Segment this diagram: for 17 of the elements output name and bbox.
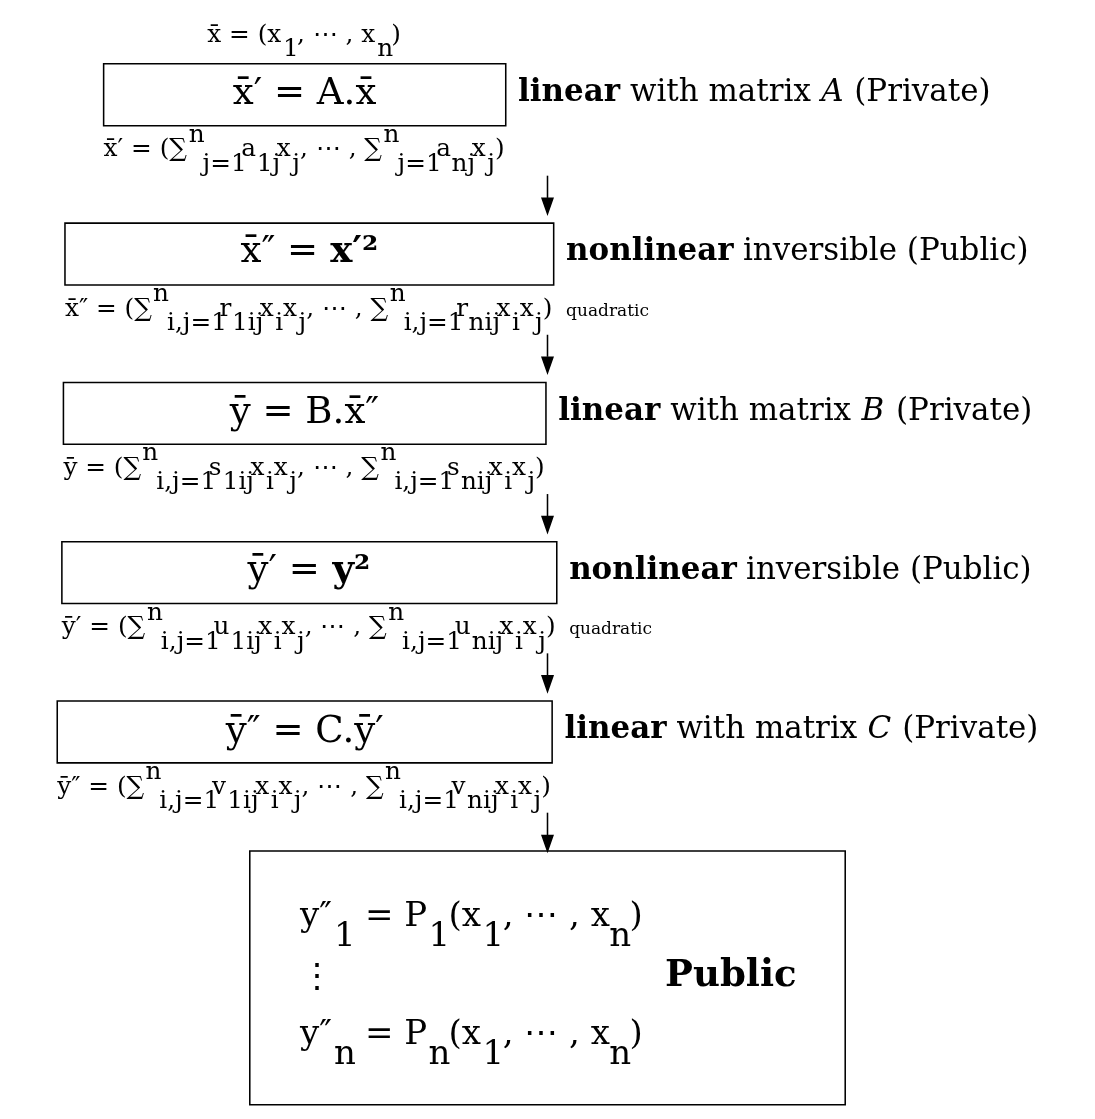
node-label: linear with matrix C (Private) [564, 709, 1039, 746]
arrow [541, 333, 554, 376]
node-label: quadratic [566, 299, 649, 320]
node-label: linear with matrix A (Private) [518, 71, 991, 108]
node-box: x̄″ = x′² [64, 222, 555, 286]
node-box: ȳ′ = y² [61, 540, 558, 605]
node-label: quadratic [569, 618, 653, 639]
node-label: linear with matrix B (Private) [558, 390, 1033, 427]
arrow [541, 811, 554, 854]
arrow [541, 652, 554, 694]
arrow [541, 174, 554, 217]
node-label: nonlinear inversible (Public) [566, 231, 1029, 268]
node-box: x̄′ = A.x̄ [102, 63, 507, 127]
node-box: ȳ = B.x̄″ [62, 381, 547, 446]
node-label: nonlinear inversible (Public) [569, 549, 1032, 586]
node-box: ȳ″ = C.ȳ′ [56, 700, 553, 764]
arrow [541, 493, 554, 535]
